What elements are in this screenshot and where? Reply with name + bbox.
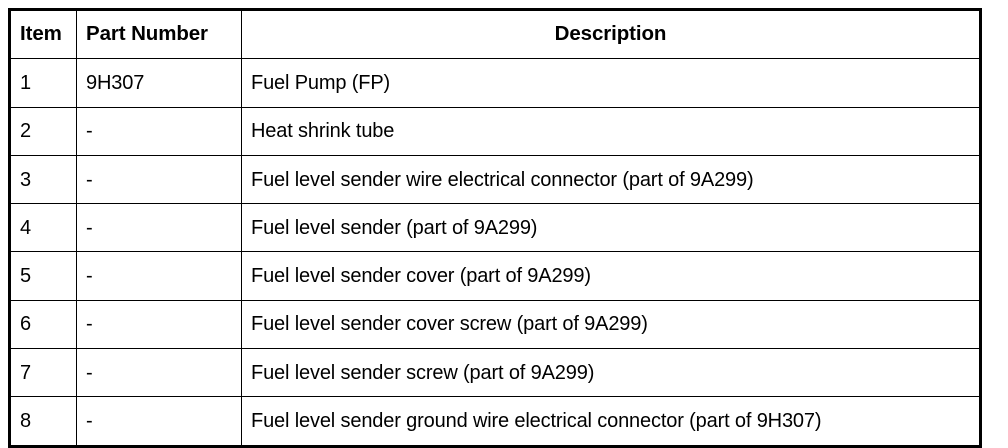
cell-item: 4 <box>9 203 77 253</box>
cell-part-number: - <box>76 154 242 205</box>
cell-item: 6 <box>9 299 77 350</box>
cell-item: 5 <box>9 251 77 301</box>
cell-part-number: - <box>76 251 242 301</box>
parts-table: Item Part Number Description 1 9H307 Fue… <box>8 8 982 448</box>
table-row: 6 - Fuel level sender cover screw (part … <box>9 299 981 350</box>
table-header: Item Part Number Description <box>9 8 981 60</box>
column-header-part-number: Part Number <box>76 8 242 60</box>
cell-part-number: - <box>76 396 242 447</box>
cell-item: 8 <box>9 396 77 447</box>
cell-description: Heat shrink tube <box>241 106 981 156</box>
cell-part-number: - <box>76 299 242 350</box>
cell-description: Fuel level sender cover (part of 9A299) <box>241 251 981 301</box>
table-header-row: Item Part Number Description <box>9 8 981 60</box>
column-header-item: Item <box>9 8 77 60</box>
table-body: 1 9H307 Fuel Pump (FP) 2 - Heat shrink t… <box>9 58 981 447</box>
table-row: 5 - Fuel level sender cover (part of 9A2… <box>9 251 981 301</box>
cell-item: 7 <box>9 348 77 398</box>
column-header-description: Description <box>241 8 981 60</box>
table-row: 4 - Fuel level sender (part of 9A299) <box>9 203 981 253</box>
cell-description: Fuel level sender (part of 9A299) <box>241 203 981 253</box>
cell-description: Fuel level sender wire electrical connec… <box>241 154 981 205</box>
cell-description: Fuel Pump (FP) <box>241 58 981 108</box>
table-row: 1 9H307 Fuel Pump (FP) <box>9 58 981 108</box>
cell-part-number: - <box>76 203 242 253</box>
cell-description: Fuel level sender cover screw (part of 9… <box>241 299 981 350</box>
cell-description: Fuel level sender ground wire electrical… <box>241 396 981 447</box>
table-row: 8 - Fuel level sender ground wire electr… <box>9 396 981 447</box>
cell-part-number: - <box>76 348 242 398</box>
table-row: 7 - Fuel level sender screw (part of 9A2… <box>9 348 981 398</box>
table-row: 2 - Heat shrink tube <box>9 106 981 156</box>
table-row: 3 - Fuel level sender wire electrical co… <box>9 154 981 205</box>
cell-item: 3 <box>9 154 77 205</box>
cell-item: 1 <box>9 58 77 108</box>
cell-item: 2 <box>9 106 77 156</box>
cell-part-number: - <box>76 106 242 156</box>
cell-part-number: 9H307 <box>76 58 242 108</box>
cell-description: Fuel level sender screw (part of 9A299) <box>241 348 981 398</box>
